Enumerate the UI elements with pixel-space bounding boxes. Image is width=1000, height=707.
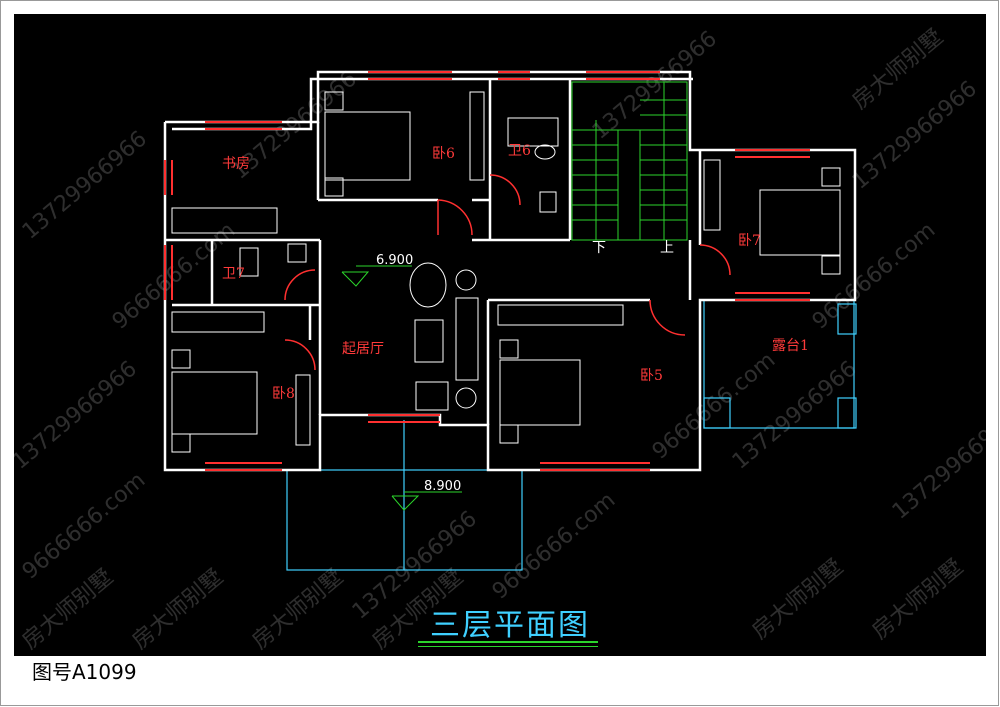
staircase xyxy=(571,81,688,241)
stair-up-label: 上 xyxy=(660,240,674,256)
room-label-study: 书房 xyxy=(222,156,250,172)
room-label-living: 起居厅 xyxy=(342,341,384,357)
drawing-title: 三层平面图 xyxy=(430,608,590,643)
windows xyxy=(164,71,810,471)
level-value: 6.900 xyxy=(376,253,413,268)
room-label-bed5: 卧5 xyxy=(640,368,663,384)
level-value: 8.900 xyxy=(424,479,461,494)
watermark-phone: 13729966966 xyxy=(888,406,1000,524)
watermark-brand: 房大师别墅 xyxy=(248,565,348,655)
watermark-brand: 房大师别墅 xyxy=(748,555,848,645)
room-label-terrace1: 露台1 xyxy=(772,338,809,354)
watermark-site: 9666666.com xyxy=(108,218,240,335)
watermark-site: 9666666.com xyxy=(808,218,940,335)
room-label-bath7: 卫7 xyxy=(222,266,245,282)
drawing-number: 图号A1099 xyxy=(32,660,137,684)
watermark-brand: 房大师别墅 xyxy=(868,555,968,645)
title-underline xyxy=(418,641,598,643)
watermark-site: 9666666.com xyxy=(18,468,150,585)
front-balcony xyxy=(286,420,523,571)
room-label-bath6: 卫6 xyxy=(508,143,531,159)
stair-down-label: 下 xyxy=(592,240,606,256)
watermark-brand: 房大师别墅 xyxy=(128,565,228,655)
level-marker-terrace: 8.900 xyxy=(391,479,462,511)
furniture xyxy=(171,91,841,453)
room-label-bed7: 卧7 xyxy=(738,233,761,249)
title-underline xyxy=(418,646,598,647)
watermark-phone: 13729966966 xyxy=(588,26,722,144)
watermark-phone: 13729966966 xyxy=(8,356,142,474)
level-marker-interior: 6.900 xyxy=(341,253,413,287)
watermark-brand: 房大师别墅 xyxy=(848,25,948,115)
watermark-site: 9666666.com xyxy=(488,488,620,605)
room-label-bed6: 卧6 xyxy=(432,146,455,162)
doors xyxy=(284,174,731,371)
room-label-bed8: 卧8 xyxy=(272,386,295,402)
watermark-phone: 13729966966 xyxy=(18,126,152,244)
